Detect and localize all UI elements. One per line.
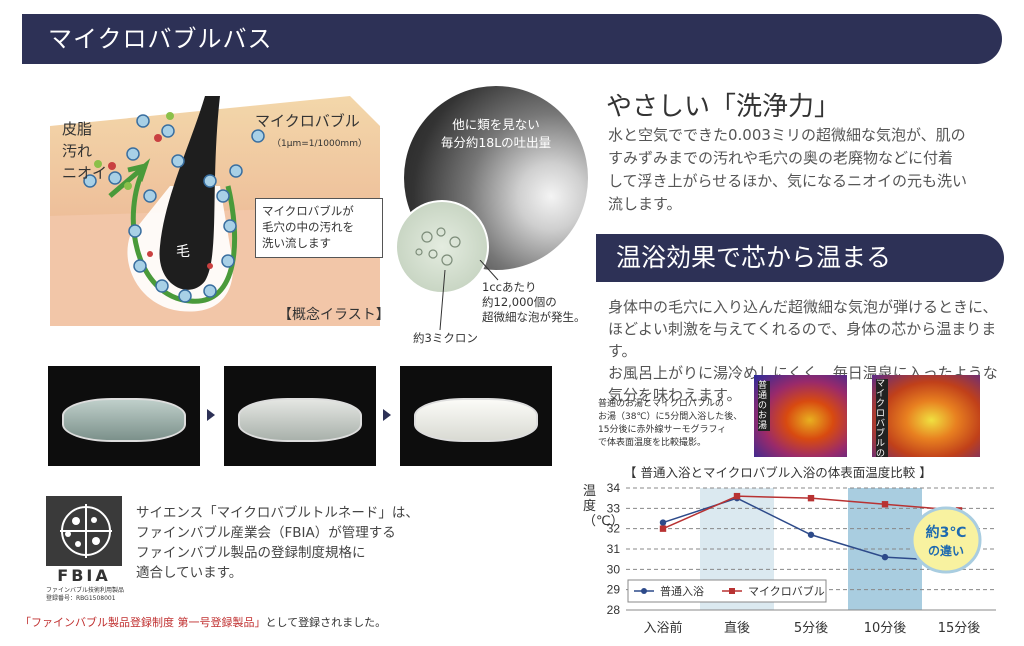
footer-note: 「ファインバブル製品登録制度 第一号登録製品」として登録されました。 [20, 614, 386, 630]
data-point [659, 519, 667, 526]
x-tick-label: 5分後 [794, 621, 828, 636]
data-point [807, 494, 815, 502]
spray-caption-1: 他に類を見ない [452, 117, 540, 132]
bubble-closeup [395, 200, 489, 294]
y-tick-label: 31 [607, 542, 621, 556]
section2-body-4: 気分を味わえます。 [608, 386, 742, 404]
header-title: マイクロバブルバス [48, 25, 273, 53]
fbia-logo-sub-2: 登録番号：RBG1508001 [46, 595, 116, 602]
leader-lines [439, 260, 499, 331]
bathtub-photo-1 [48, 366, 200, 466]
fbia-body-3: ファインバブル製品の登録制度規格に [136, 545, 366, 561]
data-point [659, 525, 667, 532]
x-tick-label: 入浴前 [643, 620, 682, 636]
difference-badge [910, 506, 982, 574]
micron-label: 約3ミクロン [413, 331, 478, 345]
thermo-note-1: 普通のお湯とマイクロバブルの [598, 399, 724, 409]
header-banner: マイクロバブルバス [22, 14, 1002, 64]
thermo-note-2: お湯（38℃）に5分間入浴した後、 [598, 412, 743, 422]
data-point [881, 501, 889, 508]
legend-label: マイクロバブル [748, 584, 825, 598]
badge-label: 約3℃ [926, 524, 967, 541]
concept-label: 【概念イラスト】 [278, 307, 390, 323]
dirt-labels: 皮脂 汚れ ニオイ [62, 118, 107, 184]
y-tick-label: 30 [607, 562, 621, 576]
skin-pore-diagram [50, 96, 380, 326]
spray-caption-2: 毎分約18Lの吐出量 [440, 135, 552, 150]
label-odor: ニオイ [62, 164, 108, 182]
section2-banner: 温浴効果で芯から温まる [596, 234, 1004, 282]
spray-caption: 他に類を見ない 毎分約18Lの吐出量 [418, 116, 574, 152]
badge-label: の違い [928, 543, 964, 558]
data-point [807, 531, 815, 538]
arrow-icon [383, 409, 391, 421]
spray-note-1: 1ccあたり [482, 280, 537, 294]
fbia-logo-sub-1: ファインバブル技術利用製品 [46, 587, 125, 594]
footer-black: として登録されました。 [265, 616, 387, 629]
section2-body-2: ほどよい刺激を与えてくれるので、身体の芯から温まります。 [608, 320, 997, 360]
legend-marker [729, 588, 735, 594]
fbia-mark-icon [60, 504, 112, 558]
data-point [881, 553, 889, 561]
y-tick-label: 28 [607, 603, 621, 617]
fbia-logo [46, 496, 122, 566]
concept-illustration: 皮脂 汚れ ニオイ マイクロバブル （1μm=1/1000mm） マイクロバブル… [50, 86, 390, 336]
section1-body-2: すみずみまでの汚れや毛穴の奥の老廃物などに付着 [608, 149, 954, 167]
section1-body-4: 流します。 [608, 195, 682, 213]
temperature-chart: 34 33 32 31 30 29 28 入浴前 直後 5分後 10分後 15分後 普通入浴 マイクロバブ… [607, 481, 996, 636]
fbia-body-1: サイエンス「マイクロバブルトルネード」は、 [136, 505, 419, 521]
fbia-logo-sub: ファインバブル技術利用製品 登録番号：RBG1508001 [46, 587, 124, 603]
microbubble-label: マイクロバブル [255, 112, 360, 130]
fbia-body-2: ファインバブル産業会（FBIA）が管理する [136, 525, 396, 541]
legend-label: 普通入浴 [660, 584, 704, 598]
section2-body: 身体中の毛穴に入り込んだ超微細な気泡が弾けるときに、 ほどよい刺激を与えてくれる… [608, 296, 1024, 406]
thermo-label-normal: 普通のお湯 [758, 381, 770, 431]
chart-ylabel: 温度（℃） [583, 484, 624, 529]
label-sebum: 皮脂 [62, 120, 93, 138]
thermo-note-3: 15分後に赤外線サーモグラフィ [598, 425, 727, 435]
x-tick-label: 10分後 [864, 621, 907, 636]
y-tick-label: 29 [607, 583, 621, 597]
thermograph-normal: 普通のお湯 [754, 375, 847, 457]
fbia-logo-text: FBIA [57, 566, 111, 585]
section1-body-3: して浮き上がらせるほか、気になるニオイの元も洗い [608, 172, 967, 190]
spray-note-3: 超微細な泡が発生。 [482, 310, 586, 324]
section1-body: 水と空気でできた0.003ミリの超微細な気泡が、肌の すみずみまでの汚れや毛穴の… [608, 124, 967, 216]
y-tick-label: 33 [607, 501, 621, 515]
section1-title: やさしい「洗浄力」 [606, 92, 841, 122]
y-tick-label: 32 [607, 522, 621, 536]
legend-marker [641, 588, 647, 594]
hair-label: 毛 [176, 244, 190, 260]
x-tick-label: 直後 [724, 621, 750, 636]
bathtub-photo-3 [400, 366, 552, 466]
unit-label: （1μm=1/1000mm） [272, 139, 367, 149]
callout-line-1: マイクロバブルが [262, 204, 354, 218]
arrow-icon [207, 409, 215, 421]
fbia-body: サイエンス「マイクロバブルトルネード」は、 ファインバブル産業会（FBIA）が管… [136, 503, 419, 583]
fbia-body-4: 適合しています。 [136, 565, 243, 581]
y-tick-label: 34 [607, 481, 621, 495]
callout-line-2: 毛穴の中の汚れを [262, 220, 354, 234]
callout-box: マイクロバブルが 毛穴の中の汚れを 洗い流します [255, 198, 383, 258]
section2-title: 温浴効果で芯から温まる [616, 243, 892, 272]
bubble-dots [415, 227, 461, 266]
spray-note: 1ccあたり 約12,000個の 超微細な泡が発生。 [482, 280, 586, 325]
thermo-note: 普通のお湯とマイクロバブルの お湯（38℃）に5分間入浴した後、 15分後に赤外… [598, 398, 742, 450]
section1-body-1: 水と空気でできた0.003ミリの超微細な気泡が、肌の [608, 126, 966, 144]
x-tick-label: 15分後 [938, 621, 981, 636]
callout-line-3: 洗い流します [262, 236, 331, 250]
label-dirt: 汚れ [62, 142, 93, 160]
thermo-note-4: で体表面温度を比較撮影。 [598, 438, 707, 448]
section2-body-1: 身体中の毛穴に入り込んだ超微細な気泡が弾けるときに、 [608, 298, 998, 316]
bathtub-photo-2 [224, 366, 376, 466]
spray-note-2: 約12,000個の [482, 295, 557, 309]
footer-red: 「ファインバブル製品登録制度 第一号登録製品」 [20, 616, 266, 629]
chart-title: 【 普通入浴とマイクロバブル入浴の体表面温度比較 】 [624, 465, 932, 480]
data-point [733, 492, 741, 500]
